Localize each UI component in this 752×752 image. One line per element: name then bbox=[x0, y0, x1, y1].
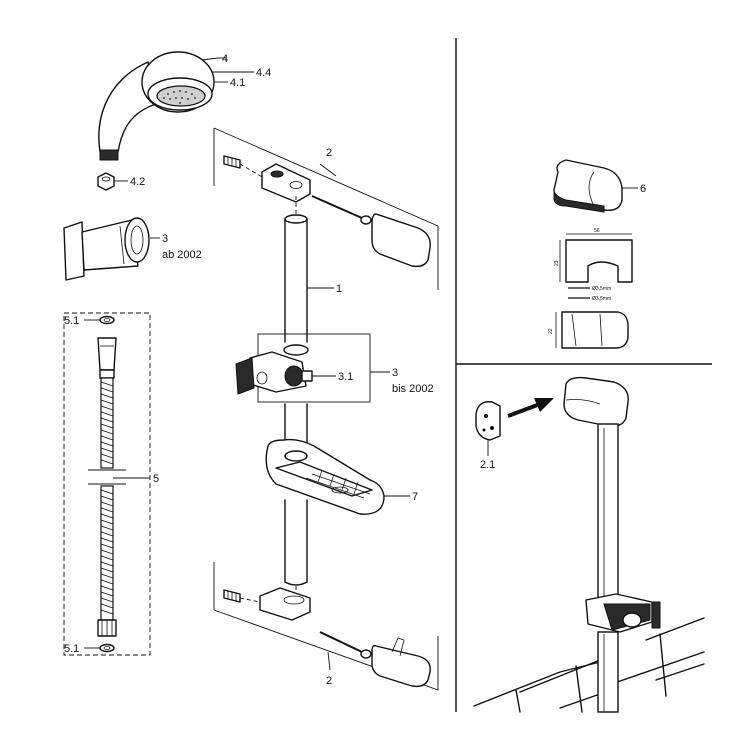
dim-height-2: 22 bbox=[548, 328, 554, 334]
installed-rail bbox=[563, 376, 661, 713]
wall-tiles bbox=[473, 617, 705, 713]
dim-height: 23 bbox=[554, 260, 560, 266]
callout-5-1-top: 5.1 bbox=[64, 315, 79, 327]
callout-4-2: 4.2 bbox=[130, 176, 145, 188]
arrow-icon bbox=[507, 402, 541, 418]
callout-5: 5 bbox=[153, 473, 159, 485]
top-bracket-part bbox=[223, 155, 431, 268]
soap-dish-part bbox=[265, 438, 385, 515]
callout-3-old: 3 bbox=[392, 367, 398, 379]
shower-head bbox=[98, 51, 215, 161]
dim-screw-1: Ø3,5mm bbox=[592, 286, 611, 292]
holder-old-part bbox=[235, 344, 313, 395]
callout-1: 1 bbox=[336, 283, 342, 295]
callout-6: 6 bbox=[640, 183, 646, 195]
dim-width: 56 bbox=[594, 228, 600, 234]
nut-part bbox=[97, 172, 115, 191]
hose-part bbox=[63, 312, 151, 656]
callout-4: 4 bbox=[222, 53, 228, 65]
callout-3-new-note: ab 2002 bbox=[162, 249, 202, 261]
leader-2-top bbox=[319, 163, 337, 177]
screw-specs: Ø3,5mm Ø3,5mm bbox=[568, 286, 611, 302]
leader-2-bottom bbox=[327, 651, 331, 671]
callout-2-bottom: 2 bbox=[326, 675, 332, 687]
holder-new-part bbox=[63, 217, 150, 281]
top-bracket-frame bbox=[213, 127, 439, 290]
dimension-drawing-side: 22 bbox=[548, 311, 629, 349]
bottom-bracket-frame bbox=[213, 562, 439, 691]
callout-7: 7 bbox=[412, 491, 418, 503]
callout-4-1: 4.1 bbox=[230, 77, 245, 89]
callout-5-1-bottom: 5.1 bbox=[64, 643, 79, 655]
dimension-drawing-front: 56 23 bbox=[554, 228, 633, 283]
leader-4 bbox=[201, 57, 219, 61]
callout-2-top: 2 bbox=[326, 147, 332, 159]
callout-4-4: 4.4 bbox=[256, 67, 271, 79]
callout-3-old-note: bis 2002 bbox=[392, 383, 434, 395]
callout-2-1: 2.1 bbox=[480, 459, 495, 471]
rail-part bbox=[284, 196, 308, 600]
cap-part bbox=[553, 159, 623, 213]
wall-plate-part bbox=[475, 401, 501, 441]
bottom-bracket-part bbox=[223, 587, 431, 688]
callout-3-1: 3.1 bbox=[338, 371, 353, 383]
callout-3-new: 3 bbox=[162, 233, 168, 245]
dim-screw-2: Ø3,5mm bbox=[592, 296, 611, 302]
